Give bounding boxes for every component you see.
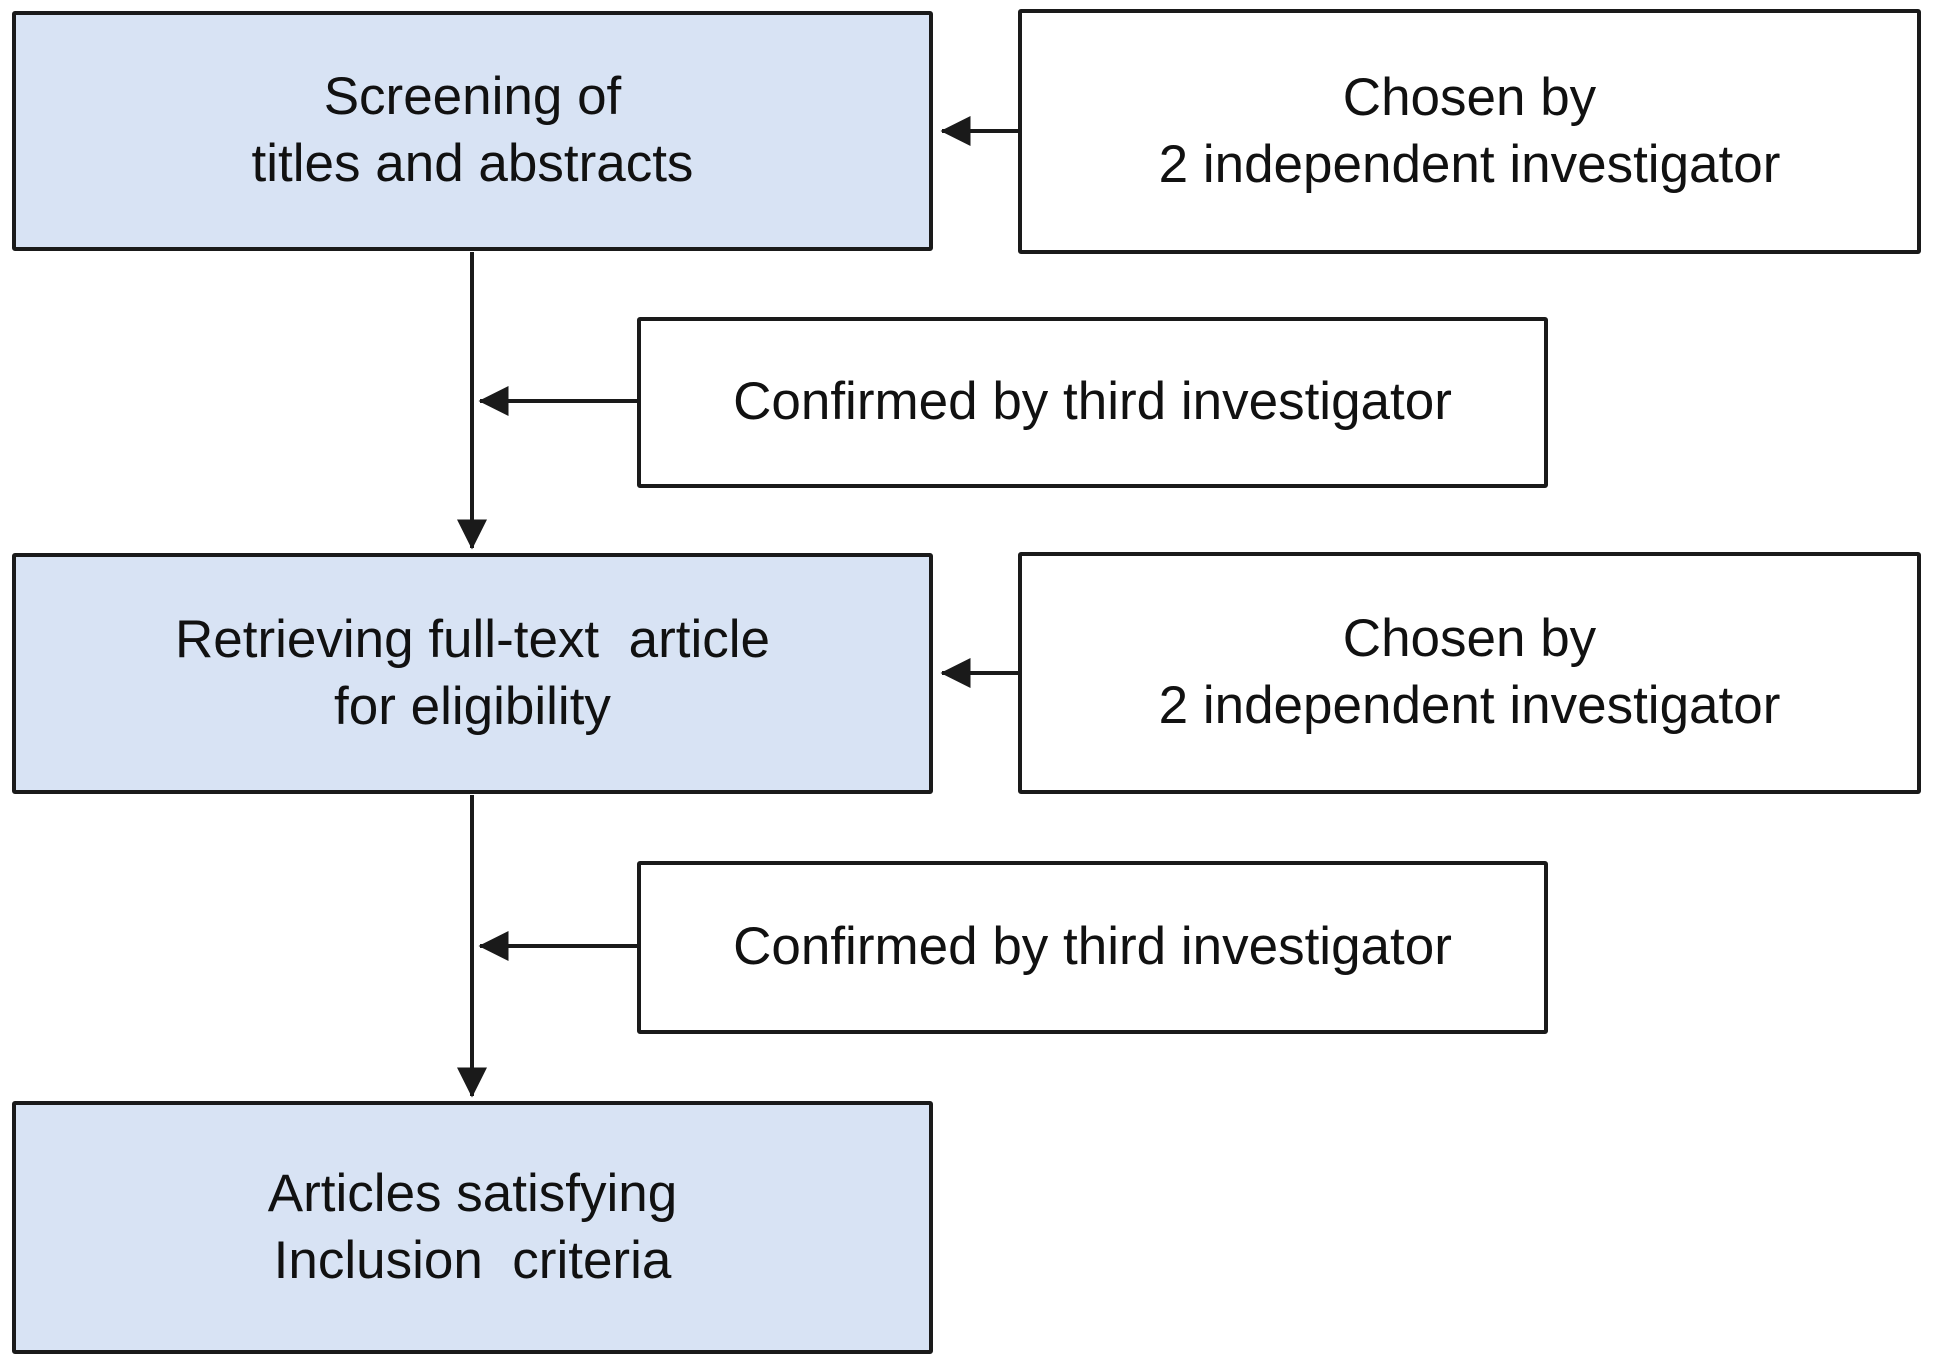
node-retrieving-fulltext: Retrieving full-text article for eligibi…	[12, 553, 933, 794]
node-retrieving-label: Retrieving full-text article for eligibi…	[175, 609, 770, 736]
node-confirmed-by-third-1: Confirmed by third investigator	[637, 317, 1548, 488]
node-articles-label: Articles satisfying Inclusion criteria	[267, 1163, 678, 1290]
node-articles-inclusion-criteria: Articles satisfying Inclusion criteria	[12, 1101, 933, 1354]
node-confirmed1-label: Confirmed by third investigator	[733, 372, 1452, 432]
node-chosen-by-investigators-2: Chosen by 2 independent investigator	[1018, 552, 1921, 794]
node-chosen2-label: Chosen by 2 independent investigator	[1158, 609, 1781, 735]
node-confirmed-by-third-2: Confirmed by third investigator	[637, 861, 1548, 1034]
node-chosen1-label: Chosen by 2 independent investigator	[1158, 67, 1781, 194]
node-screening-titles-abstracts: Screening of titles and abstracts	[12, 11, 933, 251]
node-chosen-by-investigators-1: Chosen by 2 independent investigator	[1018, 9, 1921, 254]
node-confirmed2-label: Confirmed by third investigator	[733, 917, 1452, 977]
node-screening-label: Screening of titles and abstracts	[251, 67, 694, 193]
